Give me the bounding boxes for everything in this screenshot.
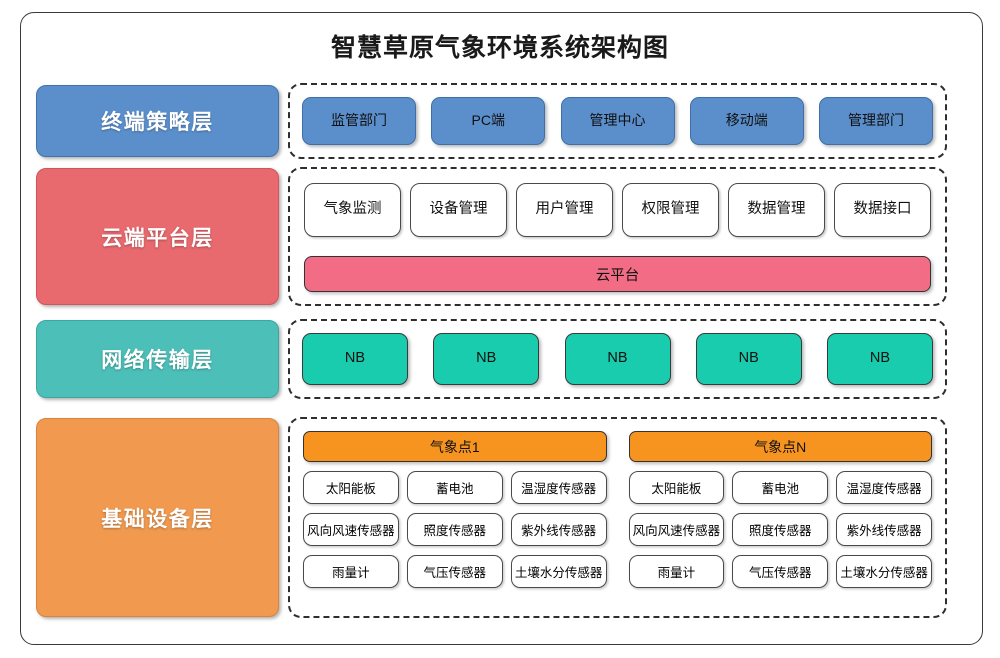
- cloud-platform-bar[interactable]: 云平台: [304, 256, 931, 292]
- terminal-node-row: 监管部门 PC端 管理中心 移动端 管理部门: [290, 85, 945, 157]
- network-node-nb[interactable]: NB: [827, 333, 933, 385]
- layer-label-network-text: 网络传输层: [101, 349, 214, 372]
- device-chip[interactable]: 太阳能板: [303, 471, 399, 504]
- network-layer-group: NB NB NB NB NB: [288, 319, 947, 399]
- cloud-module[interactable]: 气象监测: [304, 183, 401, 237]
- device-chip[interactable]: 温湿度传感器: [510, 471, 607, 504]
- weather-station-n: 气象点N 太阳能板 蓄电池 温湿度传感器 风向风速传感器 照度传感器 紫外线传感…: [628, 431, 932, 604]
- layer-label-device: 基础设备层: [36, 418, 279, 617]
- network-node-nb[interactable]: NB: [433, 333, 540, 385]
- layer-label-network: 网络传输层: [36, 320, 279, 398]
- cloud-module[interactable]: 用户管理: [516, 183, 613, 237]
- network-node-nb[interactable]: NB: [564, 333, 671, 385]
- cloud-layer-content: 气象监测 设备管理 用户管理 权限管理 数据管理 数据接口 云平台: [290, 169, 945, 304]
- device-chip[interactable]: 气压传感器: [732, 555, 829, 588]
- device-chip[interactable]: 紫外线传感器: [836, 513, 932, 546]
- station-header[interactable]: 气象点1: [303, 431, 607, 462]
- station-device-grid: 太阳能板 蓄电池 温湿度传感器 风向风速传感器 照度传感器 紫外线传感器 雨量计…: [303, 471, 607, 588]
- device-chip[interactable]: 照度传感器: [406, 513, 503, 546]
- device-layer-group: 气象点1 太阳能板 蓄电池 温湿度传感器 风向风速传感器 照度传感器 紫外线传感…: [288, 417, 947, 618]
- cloud-layer-group: 气象监测 设备管理 用户管理 权限管理 数据管理 数据接口 云平台: [288, 167, 947, 306]
- layer-label-cloud-text: 云端平台层: [101, 226, 214, 250]
- device-chip[interactable]: 风向风速传感器: [628, 513, 725, 546]
- terminal-node[interactable]: PC端: [431, 97, 546, 145]
- cloud-module[interactable]: 权限管理: [622, 183, 719, 237]
- cloud-module[interactable]: 设备管理: [410, 183, 507, 237]
- device-chip[interactable]: 蓄电池: [732, 471, 829, 504]
- device-chip[interactable]: 雨量计: [628, 555, 725, 588]
- device-chip[interactable]: 照度传感器: [732, 513, 829, 546]
- terminal-node[interactable]: 移动端: [689, 97, 804, 145]
- diagram-title: 智慧草原气象环境系统架构图: [330, 34, 669, 62]
- device-chip[interactable]: 土壤水分传感器: [836, 555, 932, 588]
- network-node-nb[interactable]: NB: [302, 333, 408, 385]
- layer-label-terminal-text: 终端策略层: [101, 111, 214, 134]
- device-chip[interactable]: 风向风速传感器: [303, 513, 399, 546]
- cloud-module[interactable]: 数据接口: [834, 183, 931, 237]
- device-layer-content: 气象点1 太阳能板 蓄电池 温湿度传感器 风向风速传感器 照度传感器 紫外线传感…: [290, 419, 945, 616]
- terminal-node[interactable]: 管理中心: [560, 97, 675, 145]
- weather-station-1: 气象点1 太阳能板 蓄电池 温湿度传感器 风向风速传感器 照度传感器 紫外线传感…: [303, 431, 607, 604]
- terminal-node[interactable]: 管理部门: [819, 97, 933, 145]
- device-chip[interactable]: 太阳能板: [628, 471, 725, 504]
- layer-label-cloud: 云端平台层: [36, 168, 279, 305]
- device-chip[interactable]: 雨量计: [303, 555, 399, 588]
- station-header[interactable]: 气象点N: [628, 431, 932, 462]
- terminal-node[interactable]: 监管部门: [302, 97, 416, 145]
- device-chip[interactable]: 紫外线传感器: [510, 513, 607, 546]
- layer-label-terminal: 终端策略层: [36, 85, 279, 157]
- device-chip[interactable]: 土壤水分传感器: [510, 555, 607, 588]
- station-device-grid: 太阳能板 蓄电池 温湿度传感器 风向风速传感器 照度传感器 紫外线传感器 雨量计…: [628, 471, 932, 588]
- device-chip[interactable]: 蓄电池: [406, 471, 503, 504]
- network-node-row: NB NB NB NB NB: [290, 321, 945, 397]
- device-chip[interactable]: 温湿度传感器: [836, 471, 932, 504]
- network-node-nb[interactable]: NB: [695, 333, 802, 385]
- cloud-module[interactable]: 数据管理: [728, 183, 825, 237]
- layer-label-device-text: 基础设备层: [101, 507, 214, 531]
- device-chip[interactable]: 气压传感器: [406, 555, 503, 588]
- cloud-module-row: 气象监测 设备管理 用户管理 权限管理 数据管理 数据接口: [304, 183, 931, 237]
- terminal-layer-group: 监管部门 PC端 管理中心 移动端 管理部门: [288, 83, 947, 159]
